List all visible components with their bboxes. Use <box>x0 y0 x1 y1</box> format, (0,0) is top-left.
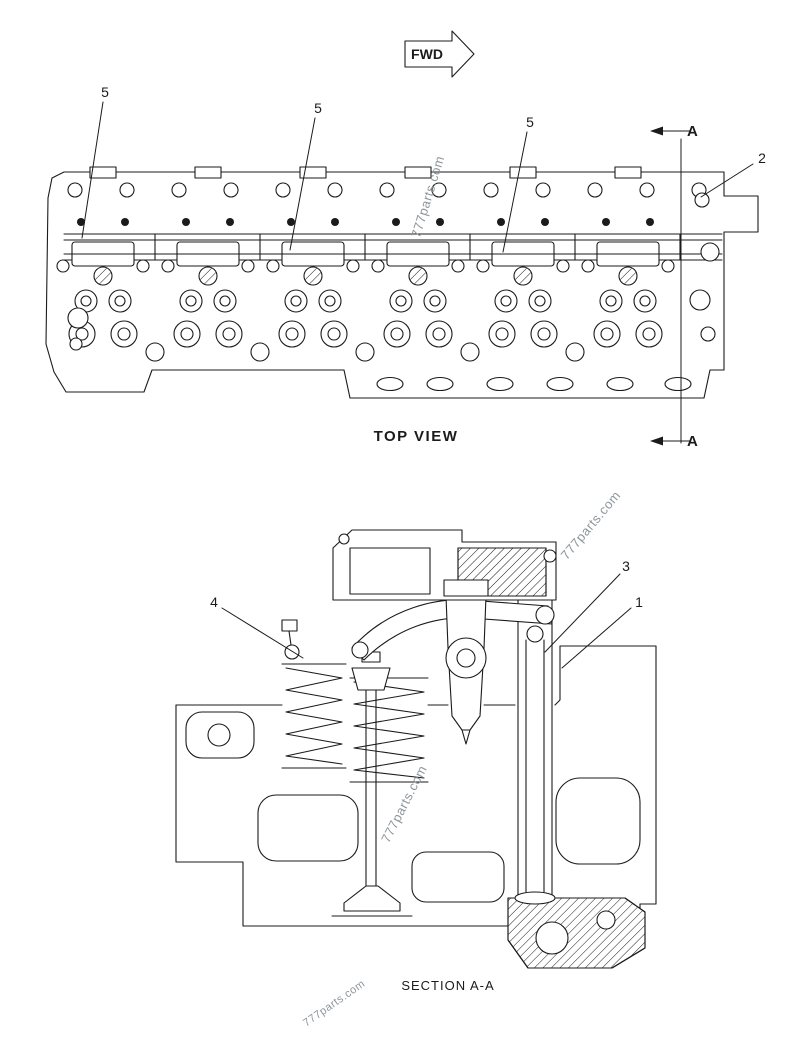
callout-4: 4 <box>210 594 218 610</box>
section-block-outline <box>175 645 657 927</box>
skirt-ports <box>376 376 692 392</box>
fwd-arrow-outline <box>404 30 475 78</box>
callout-3: 3 <box>622 558 630 574</box>
top-housing <box>332 529 557 601</box>
callout-5-b: 5 <box>314 100 322 116</box>
section-pockets <box>185 711 641 903</box>
callout-2: 2 <box>758 150 766 166</box>
top-bolt-row <box>67 182 707 198</box>
section-arrow-top <box>650 126 663 136</box>
watermark-text: 777parts.com <box>301 978 367 1030</box>
section-marker-a-bottom: A <box>687 433 698 450</box>
fwd-label: FWD <box>411 46 443 62</box>
diagram-labels: FWD 5 5 5 2 A A TOP VIEW 4 3 1 SECTION A… <box>101 46 766 993</box>
section-callout-leaders <box>221 573 632 669</box>
section-view-drawing <box>175 529 657 969</box>
callout-1: 1 <box>635 594 643 610</box>
section-arrow-bottom <box>650 436 663 446</box>
top-view-drawing <box>45 166 759 399</box>
watermark-text: 777parts.com <box>378 763 430 845</box>
pushrod-tube <box>514 599 556 905</box>
section-view-label: SECTION A-A <box>401 978 494 993</box>
valve <box>331 651 413 917</box>
top-view-label: TOP VIEW <box>374 428 459 445</box>
cylinder-head-outline <box>45 171 759 399</box>
watermark-text: 777parts.com <box>558 488 624 563</box>
inter-cylinder-bolts <box>145 342 585 362</box>
valve-springs <box>281 663 429 783</box>
top-view-callout-leaders <box>81 101 754 253</box>
section-bracket <box>507 897 646 969</box>
callout-5-c: 5 <box>526 114 534 130</box>
callout-5-a: 5 <box>101 84 109 100</box>
rocker-arm <box>351 599 555 661</box>
section-marker-a-top: A <box>687 123 698 140</box>
fwd-arrow <box>404 30 475 78</box>
valve-stem-fitting <box>281 619 300 660</box>
left-end-details <box>67 307 89 351</box>
fuel-injector <box>445 595 487 745</box>
right-end-details <box>689 192 720 342</box>
section-cut-markers <box>650 126 691 446</box>
